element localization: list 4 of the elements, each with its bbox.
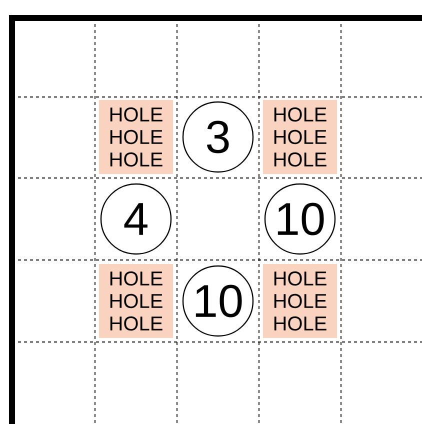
- hole-square: HOLE HOLE HOLE: [99, 264, 173, 338]
- hole-square: HOLE HOLE HOLE: [99, 100, 173, 174]
- hole-square: HOLE HOLE HOLE: [263, 264, 337, 338]
- hole-square: HOLE HOLE HOLE: [263, 100, 337, 174]
